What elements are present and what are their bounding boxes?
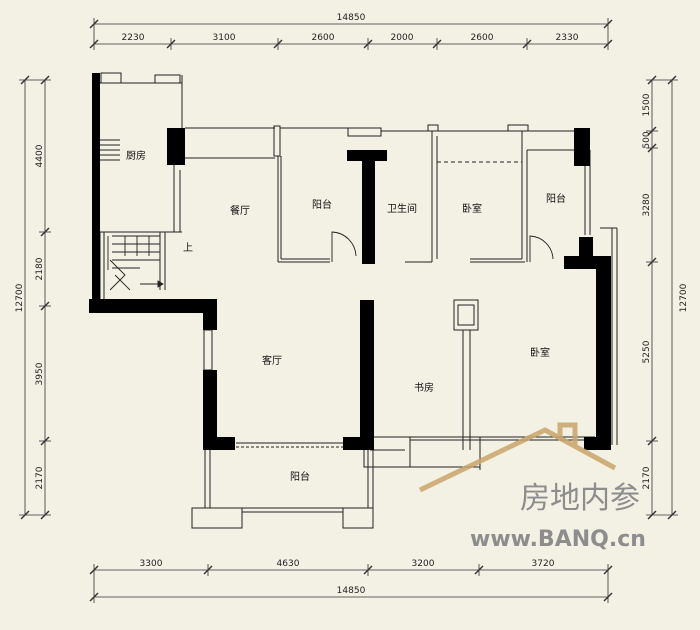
thick-walls [89, 73, 611, 450]
dim-right-total: 12700 [679, 283, 689, 312]
dim-top-seg-2: 3100 [213, 33, 236, 43]
kitchen-counter [100, 139, 120, 161]
dim-top-seg-5: 2600 [471, 33, 494, 43]
dim-right-seg-2: 500 [642, 131, 652, 148]
room-label-dining: 餐厅 [230, 204, 250, 217]
dim-bottom-total: 14850 [337, 586, 366, 596]
dim-left-total: 12700 [15, 283, 25, 312]
dim-bottom-seg-2: 4630 [277, 559, 300, 569]
dim-bottom-seg-1: 3300 [140, 559, 163, 569]
dim-right-seg-5: 2170 [642, 466, 652, 489]
dim-top-seg-1: 2230 [122, 33, 145, 43]
dim-top-seg-3: 2600 [312, 33, 335, 43]
watermark-roof-logo [418, 422, 617, 493]
room-label-balcony-center: 阳台 [312, 198, 332, 211]
room-label-kitchen: 厨房 [126, 149, 146, 162]
stair-up-label: 上 [183, 242, 193, 254]
dim-bottom-seg-4: 3720 [532, 559, 555, 569]
stair-arrow [140, 280, 164, 288]
dim-right-seg-3: 3280 [642, 193, 652, 216]
watermark-brand: 房地内参 [520, 481, 640, 516]
dim-top-seg-6: 2330 [556, 33, 579, 43]
room-label-balcony-bottom: 阳台 [290, 470, 310, 483]
stair-steps [107, 235, 160, 291]
dim-bottom-seg-3: 3200 [412, 559, 435, 569]
dim-right-seg-4: 5250 [642, 340, 652, 363]
dim-left-seg-1: 4400 [35, 144, 45, 167]
thin-walls [92, 72, 618, 529]
dim-top-seg-4: 2000 [391, 33, 414, 43]
dim-top-total: 14850 [337, 13, 366, 23]
dimension-ticks [20, 19, 677, 602]
room-label-study: 书房 [414, 381, 434, 394]
room-label-bedroom-top: 卧室 [462, 202, 482, 215]
dim-left-seg-4: 2170 [35, 466, 45, 489]
watermark-url: www.BANQ.cn [470, 527, 646, 552]
room-label-living: 客厅 [262, 354, 282, 367]
dim-left-seg-3: 3950 [35, 362, 45, 385]
dim-right-seg-1: 1500 [642, 93, 652, 116]
door-swings [331, 231, 554, 262]
dim-left-seg-2: 2180 [35, 257, 45, 280]
room-label-balcony-right: 阳台 [546, 192, 566, 205]
room-label-bedroom-main: 卧室 [530, 346, 550, 359]
room-label-bathroom: 卫生间 [387, 202, 417, 215]
watermark: 房地内参 www.BANQ.cn [418, 422, 646, 552]
